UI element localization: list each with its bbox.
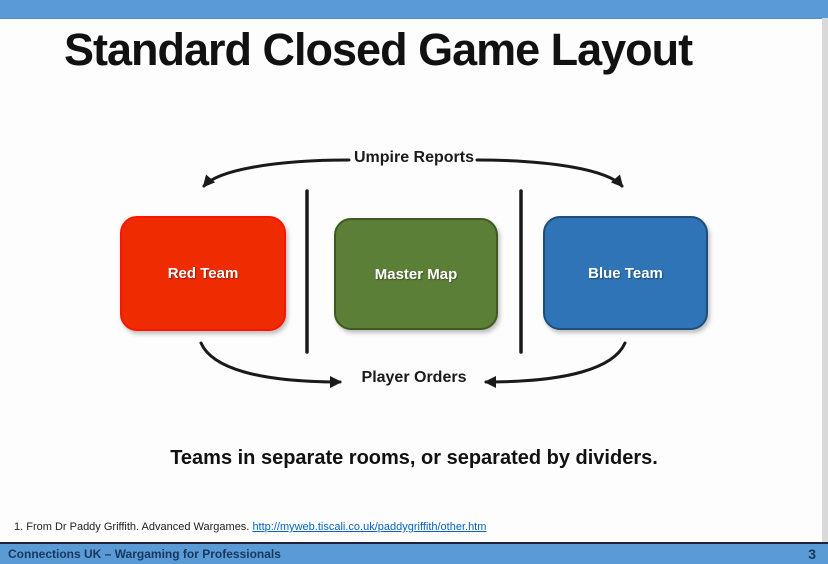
red-team-box: Red Team [120, 216, 286, 331]
footer-title: Connections UK – Wargaming for Professio… [8, 547, 281, 561]
umpire-reports-label: Umpire Reports [353, 149, 475, 166]
caption-text: Teams in separate rooms, or separated by… [170, 447, 658, 469]
blue-team-label: Blue Team [588, 264, 663, 282]
master-map-box: Master Map [334, 218, 498, 330]
master-map-label: Master Map [374, 265, 458, 283]
player-orders-label: Player Orders [361, 369, 467, 386]
slide-top-accent-bar [0, 0, 828, 19]
blue-team-box: Blue Team [543, 216, 708, 330]
page-title: Standard Closed Game Layout [64, 24, 693, 75]
footnote-link[interactable]: http://myweb.tiscali.co.uk/paddygriffith… [252, 521, 487, 533]
footnote: 1. From Dr Paddy Griffith. Advanced Warg… [14, 521, 486, 533]
page-number: 3 [808, 546, 816, 562]
footnote-text: 1. From Dr Paddy Griffith. Advanced Warg… [14, 521, 253, 533]
slide-right-edge [822, 18, 828, 544]
footer-bar: Connections UK – Wargaming for Professio… [0, 542, 828, 564]
red-team-label: Red Team [167, 265, 239, 282]
